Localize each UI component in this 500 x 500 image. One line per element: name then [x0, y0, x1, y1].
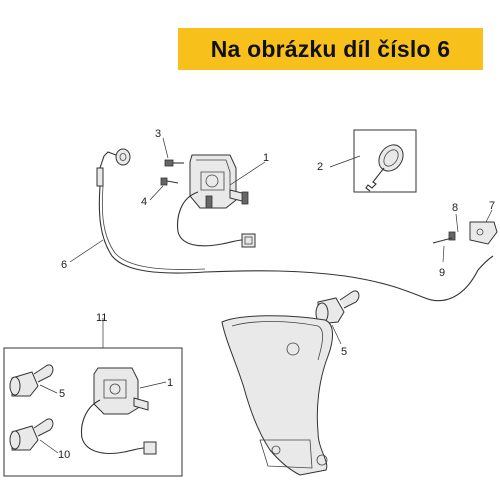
callout-7: 7 [489, 200, 495, 212]
screw-icon [160, 159, 184, 186]
callout-5-kit: 5 [59, 388, 65, 400]
hinge-bracket-icon [432, 221, 498, 245]
callout-8: 8 [452, 202, 458, 214]
callout-3: 3 [155, 128, 161, 140]
callout-1: 1 [263, 152, 269, 164]
kit-lock-cylinder-icon [9, 364, 54, 397]
kit-seat-latch-icon [80, 367, 157, 455]
key-icon [353, 129, 417, 193]
rear-panel-icon [221, 315, 333, 476]
callout-4: 4 [141, 196, 147, 208]
banner-text: Na obrázku díl číslo 6 [210, 35, 451, 62]
part-number-banner: Na obrázku díl číslo 6 [178, 28, 483, 70]
callout-6: 6 [61, 259, 67, 271]
lock-cylinder-icon [315, 290, 360, 325]
seat-latch-icon[interactable] [176, 154, 256, 248]
callout-9: 9 [439, 267, 445, 279]
callout-10: 10 [58, 449, 70, 461]
kit-lock-cylinder-10-icon [9, 418, 54, 451]
callout-2: 2 [317, 161, 323, 173]
callout-5-middle: 5 [341, 346, 347, 358]
release-cable-icon[interactable] [96, 148, 494, 302]
callout-1-kit: 1 [167, 377, 173, 389]
callout-11: 11 [96, 312, 107, 324]
kit-box [3, 347, 183, 477]
